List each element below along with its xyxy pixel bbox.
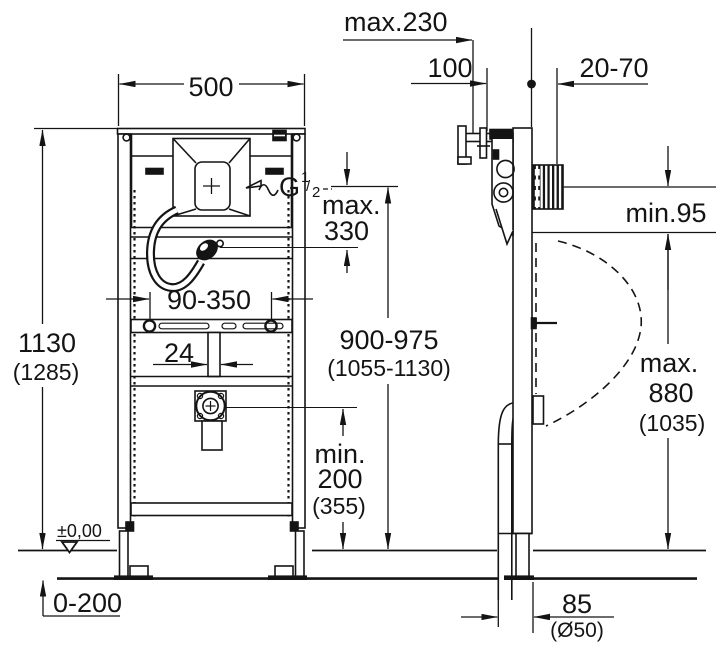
corner-screw-left <box>122 133 131 142</box>
frame-feet <box>114 530 307 580</box>
dim-top-offset: 100 <box>427 53 472 83</box>
wall-anchor-bracket <box>457 125 514 165</box>
dim-drain-min-value: 200 <box>317 464 362 494</box>
dim-urinal-max-value: 880 <box>648 378 693 408</box>
dim-thread-den: 2 <box>312 184 320 201</box>
panel-slot-right <box>265 167 284 175</box>
dim-flush-height: 900-975 <box>339 325 438 355</box>
front-view-frame <box>114 127 358 580</box>
dim-flush-height-alt: (1055-1130) <box>327 355 451 381</box>
foot-clamp-left <box>125 521 135 532</box>
dim-frame-height-alt: (1285) <box>13 359 79 385</box>
dim-frame-height: 1130 <box>18 328 76 358</box>
dim-thread-num: 1 <box>301 169 309 186</box>
dimension-lines <box>34 28 716 633</box>
panel-slot-left <box>145 167 164 175</box>
dim-drain-min-alt: (355) <box>312 493 366 519</box>
mounting-crossbar <box>130 318 293 334</box>
flush-pipe-sleeve <box>532 164 564 210</box>
inlet-arrow-icon <box>245 179 279 197</box>
dim-inlet-max-value: 330 <box>324 216 369 246</box>
dim-mount-range: 90-350 <box>167 285 251 315</box>
dim-pipe-width: 24 <box>164 338 194 368</box>
dimension-labels: 500 1130 (1285) max.230 100 20-70 G 1 / … <box>13 7 707 642</box>
connection-pipe <box>207 331 221 378</box>
dim-drain-offset: 85 <box>562 589 592 619</box>
flush-valve-assembly <box>489 128 515 247</box>
flex-hose <box>145 205 205 293</box>
dim-wall-finish-range: 20-70 <box>579 53 648 83</box>
corner-screw-right <box>292 133 301 142</box>
drain-flange <box>194 390 227 451</box>
urinal-fixing-pin <box>530 317 557 330</box>
flush-rough-in-box <box>172 137 251 217</box>
dim-inlet-max-label: max. <box>322 190 381 220</box>
side-view <box>457 125 642 600</box>
dim-floor-buildup: 0-200 <box>53 588 122 618</box>
dim-urinal-max-label: max. <box>640 348 699 378</box>
hose-fitting <box>196 239 225 261</box>
dim-bracket-max: max.230 <box>344 7 448 37</box>
side-drain-pipe <box>497 401 518 600</box>
dim-frame-width: 500 <box>188 72 233 102</box>
dim-urinal-max-alt: (1035) <box>639 410 705 436</box>
dim-floor-level: ±0,00 <box>57 521 102 541</box>
level-symbol <box>60 541 79 555</box>
foot-clamp-right <box>289 521 299 532</box>
dim-thread-slash: / <box>306 178 311 195</box>
dim-thread-g: G <box>279 172 300 202</box>
dim-min-clearance: min.95 <box>625 198 706 228</box>
dim-drain-min-label: min. <box>314 439 365 469</box>
side-rail <box>512 127 533 535</box>
side-foot <box>515 532 530 578</box>
urinal-outline-dashed <box>532 240 642 427</box>
dim-drain-diameter: (Ø50) <box>550 619 604 642</box>
